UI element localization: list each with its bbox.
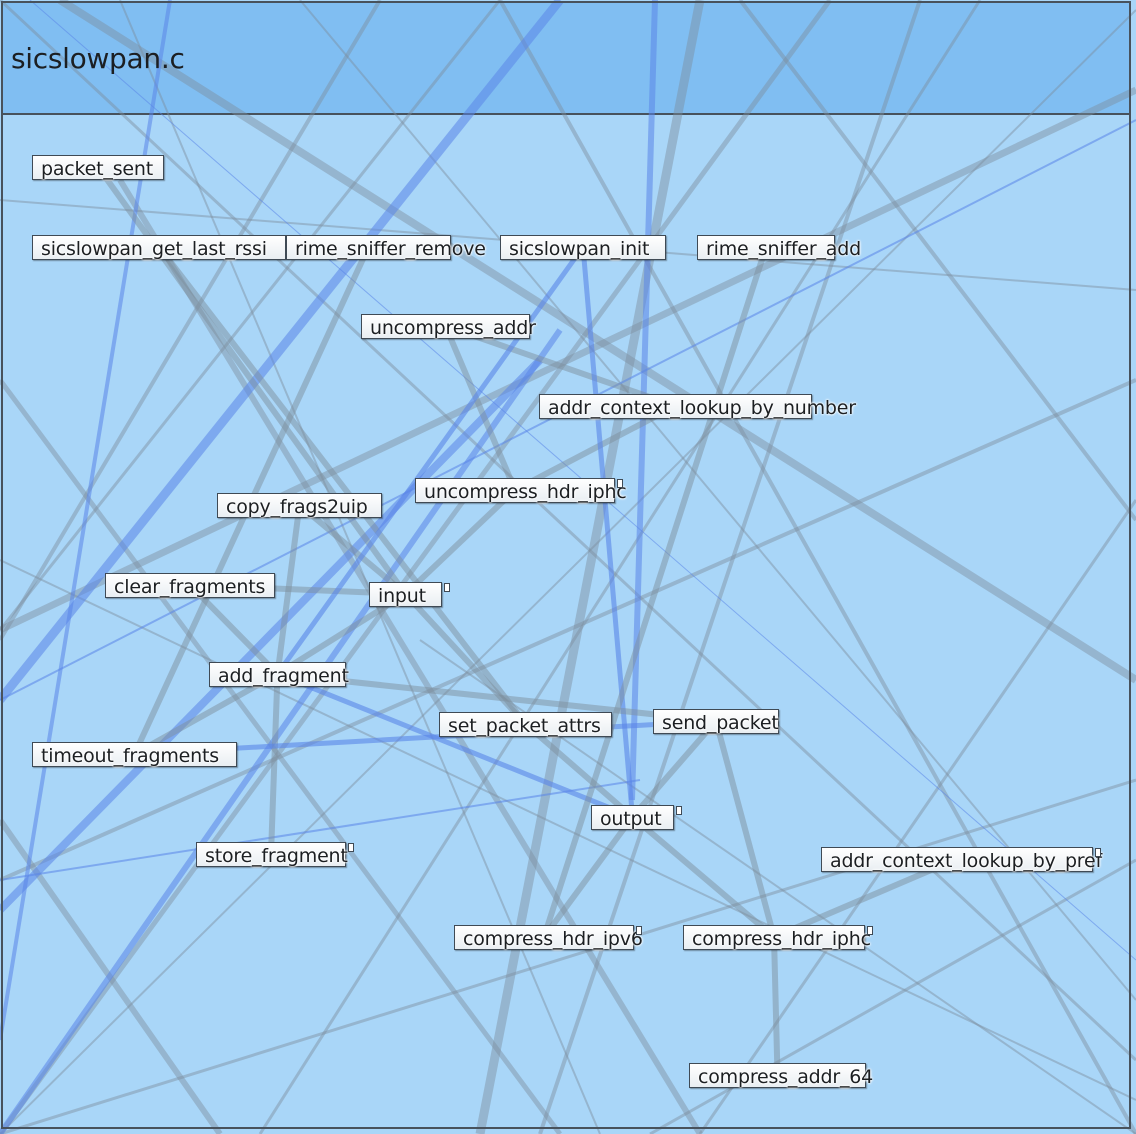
call-edge-blue xyxy=(276,671,634,820)
background-edge-gray xyxy=(649,858,1136,1134)
expand-marker-icon[interactable] xyxy=(348,843,354,852)
function-node[interactable]: uncompress_hdr_iphc xyxy=(415,478,627,503)
function-node[interactable]: store_fragment xyxy=(196,842,354,867)
function-node-label: sicslowpan_get_last_rssi xyxy=(41,238,267,260)
function-node[interactable]: input xyxy=(369,582,450,607)
call-edge-gray xyxy=(156,245,528,726)
expand-marker-icon[interactable] xyxy=(676,806,682,815)
function-node-label: rime_sniffer_add xyxy=(706,238,861,260)
background-edge-blue xyxy=(0,0,564,703)
function-node[interactable]: sicslowpan_get_last_rssi xyxy=(32,235,286,260)
call-edge-gray xyxy=(513,403,677,493)
background-edge-blue xyxy=(0,779,641,881)
function-node-label: rime_sniffer_remove xyxy=(295,238,486,260)
background-edge-gray xyxy=(0,559,1136,1101)
background-edge-gray xyxy=(299,0,1136,1001)
background-edge-gray xyxy=(0,86,1136,634)
background-edge-gray xyxy=(0,0,382,642)
background-edge-gray xyxy=(698,499,1136,1134)
function-node-label: uncompress_addr xyxy=(370,317,536,339)
call-edge-gray xyxy=(541,815,635,939)
function-node[interactable]: rime_sniffer_add xyxy=(697,235,861,260)
function-node[interactable]: addr_context_lookup_by_number xyxy=(539,394,856,419)
expand-marker-icon[interactable] xyxy=(617,479,623,488)
call-edge-gray xyxy=(630,814,776,940)
background-edge-gray xyxy=(0,9,1136,1134)
background-edge-gray xyxy=(119,0,601,1134)
background-edge-gray xyxy=(0,0,1136,1062)
function-node-label: store_fragment xyxy=(205,845,348,867)
function-node[interactable]: uncompress_addr xyxy=(361,314,536,339)
function-node-label: addr_context_lookup_by_number xyxy=(548,397,856,419)
background-edge-gray xyxy=(738,0,1136,522)
background-edge-gray xyxy=(0,0,833,1134)
background-edge-blue xyxy=(0,357,543,913)
expand-marker-icon[interactable] xyxy=(867,926,873,935)
function-node[interactable]: send_packet xyxy=(653,709,779,734)
function-node-label: clear_fragments xyxy=(114,576,266,598)
call-edge-gray xyxy=(630,719,719,819)
function-node[interactable]: compress_addr_64 xyxy=(689,1063,873,1088)
background-edge-gray xyxy=(0,778,1136,1134)
call-edge-gray xyxy=(95,165,408,596)
function-node-label: output xyxy=(600,808,662,830)
function-node-label: timeout_fragments xyxy=(41,745,219,767)
function-node[interactable]: timeout_fragments xyxy=(32,742,237,767)
function-node-label: add_fragment xyxy=(218,665,349,687)
call-edge-gray xyxy=(541,246,769,938)
function-node-label: addr_context_lookup_by_pref xyxy=(830,850,1102,872)
background-edge-gray xyxy=(0,378,563,1134)
call-edge-blue xyxy=(275,245,586,676)
call-edge-gray xyxy=(523,721,635,820)
function-node[interactable]: set_packet_attrs xyxy=(439,712,612,737)
call-edge-gray xyxy=(268,673,281,855)
call-edge-gray xyxy=(133,671,279,757)
call-edge-gray xyxy=(444,323,677,409)
function-node-label: set_packet_attrs xyxy=(448,715,601,737)
background-edge-gray xyxy=(0,378,1136,882)
function-node-label: sicslowpan_init xyxy=(509,238,650,260)
call-edge-blue xyxy=(580,246,635,818)
function-node-label: compress_hdr_ipv6 xyxy=(463,928,643,950)
call-edge-gray xyxy=(277,671,717,724)
function-node-label: compress_addr_64 xyxy=(698,1066,874,1088)
call-edge-gray xyxy=(771,936,781,1076)
call-edge-gray xyxy=(772,856,959,940)
call-edge-gray xyxy=(442,324,518,492)
function-node-label: copy_frags2uip xyxy=(226,496,368,518)
function-node[interactable]: compress_hdr_ipv6 xyxy=(454,925,643,950)
background-edge-blue xyxy=(0,328,563,1134)
function-node-label: send_packet xyxy=(662,712,779,734)
function-node-label: compress_hdr_iphc xyxy=(692,928,871,950)
call-edge-gray xyxy=(275,591,408,677)
background-edge-gray xyxy=(258,0,982,1134)
call-edge-gray xyxy=(297,502,408,597)
function-node[interactable]: copy_frags2uip xyxy=(217,493,382,518)
function-node[interactable]: addr_context_lookup_by_pref xyxy=(821,847,1102,872)
function-node-label: uncompress_hdr_iphc xyxy=(424,481,627,503)
background-edge-gray xyxy=(498,0,1136,1134)
call-edge-gray xyxy=(713,720,777,938)
background-edge-gray xyxy=(475,0,705,1134)
function-node[interactable]: rime_sniffer_remove xyxy=(286,235,486,260)
expand-marker-icon[interactable] xyxy=(1095,848,1101,857)
file-title: sicslowpan.c xyxy=(11,42,185,75)
function-node-label: packet_sent xyxy=(41,158,153,180)
function-node[interactable]: add_fragment xyxy=(209,662,349,687)
function-node[interactable]: clear_fragments xyxy=(105,573,275,598)
function-node[interactable]: packet_sent xyxy=(32,155,164,180)
function-node[interactable]: sicslowpan_init xyxy=(500,235,666,260)
function-node[interactable]: compress_hdr_iphc xyxy=(683,925,873,950)
call-edge-gray xyxy=(403,487,518,597)
background-edge-gray xyxy=(57,0,1136,684)
function-node[interactable]: output xyxy=(591,805,682,830)
expand-marker-icon[interactable] xyxy=(444,583,450,592)
expand-marker-icon[interactable] xyxy=(636,926,642,935)
function-node-label: input xyxy=(378,585,426,607)
call-edge-gray xyxy=(274,504,303,675)
background-edge-gray xyxy=(117,178,703,1134)
file-header xyxy=(1,1,1131,115)
